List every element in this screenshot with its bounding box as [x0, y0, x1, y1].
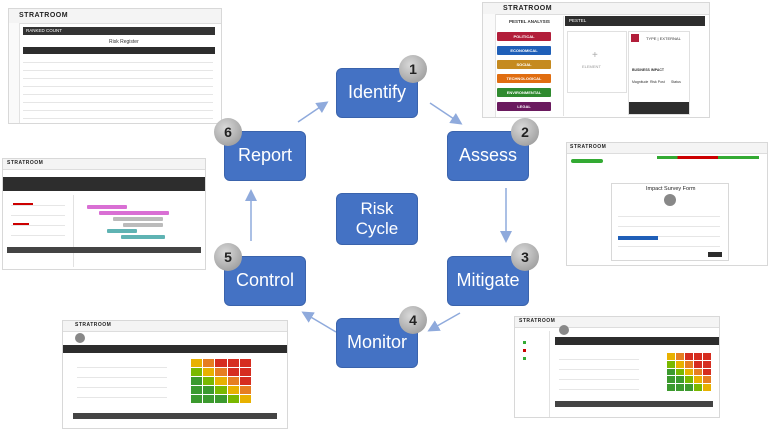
metric-status: Status	[671, 80, 681, 84]
register-title: Risk Register	[109, 39, 139, 45]
app-header: STRATROOM	[567, 143, 767, 154]
step-report[interactable]: Report	[224, 131, 306, 181]
card-type: TYPE | EXTERNAL	[646, 36, 681, 41]
sidebar	[9, 23, 20, 123]
control-screenshot: STRATROOM	[62, 320, 288, 429]
app-header: STRATROOM	[483, 3, 709, 15]
step-monitor[interactable]: Monitor	[336, 318, 418, 368]
tab-label: RANKED COUNT	[26, 28, 63, 33]
pestel-environmental[interactable]: ENVIRONMENTAL	[497, 88, 551, 97]
arrow-mitigate-monitor	[427, 312, 461, 332]
step-identify[interactable]: Identify	[336, 68, 418, 118]
brand-logo: STRATROOM	[570, 144, 607, 150]
step-monitor-label: Monitor	[346, 332, 408, 353]
arrow-monitor-control	[301, 311, 337, 333]
identify-screenshot: STRATROOM RANKED COUNT Risk Register	[8, 8, 222, 124]
heat-map	[191, 359, 251, 403]
step-assess-badge: 2	[511, 118, 539, 146]
brand-logo: STRATROOM	[503, 5, 553, 12]
brand-logo: STRATROOM	[75, 322, 112, 328]
arrow-report-identify	[297, 101, 329, 123]
sidebar	[483, 14, 496, 117]
assess-screenshot: STRATROOM PESTEL ANALYSIS POLITICAL ECON…	[482, 2, 710, 118]
app-header: STRATROOM	[63, 321, 287, 332]
card-impact: BUSINESS IMPACT	[632, 68, 665, 72]
avatar	[664, 194, 676, 206]
arrow-identify-assess	[429, 102, 463, 125]
pestel-economical[interactable]: ECONOMICAL	[497, 46, 551, 55]
pestel-legal[interactable]: LEGAL	[497, 102, 551, 111]
step-identify-badge: 1	[399, 55, 427, 83]
step-identify-label: Identify	[347, 82, 407, 103]
step-assess-label: Assess	[458, 145, 518, 166]
center-line2: Cycle	[355, 219, 399, 238]
pestel-political[interactable]: POLITICAL	[497, 32, 551, 41]
step-control[interactable]: Control	[224, 256, 306, 306]
pestel-technological[interactable]: TECHNOLOGICAL	[497, 74, 551, 83]
avatar	[75, 333, 85, 343]
avatar	[559, 325, 569, 335]
risk-cycle-center: Risk Cycle	[336, 193, 418, 245]
step-monitor-badge: 4	[399, 306, 427, 334]
plus-icon[interactable]: +	[592, 50, 598, 61]
heat-map	[667, 353, 711, 391]
step-mitigate-label: Mitigate	[456, 270, 520, 291]
brand-logo: STRATROOM	[7, 160, 44, 166]
step-report-label: Report	[237, 145, 293, 166]
step-control-label: Control	[235, 270, 295, 291]
app-header: STRATROOM	[3, 159, 205, 170]
empty-element-label: ELEMENT	[582, 64, 601, 69]
pestel-title: PESTEL ANALYSIS	[509, 19, 550, 24]
pestel-social[interactable]: SOCIAL	[497, 60, 551, 69]
monitor-screenshot: STRATROOM	[514, 316, 720, 418]
app-header: STRATROOM	[9, 9, 221, 24]
report-screenshot: STRATROOM	[2, 158, 206, 270]
step-report-badge: 6	[214, 118, 242, 146]
app-header: STRATROOM	[515, 317, 719, 328]
brand-logo: STRATROOM	[519, 318, 556, 324]
mitigate-screenshot: STRATROOM Impact Survey Form	[566, 142, 768, 266]
step-mitigate-badge: 3	[511, 243, 539, 271]
brand-logo: STRATROOM	[19, 12, 69, 19]
center-line1: Risk	[360, 198, 394, 218]
form-title: Impact Survey Form	[646, 186, 696, 192]
step-control-badge: 5	[214, 243, 242, 271]
metric-magnitude: Magnitude	[632, 80, 649, 84]
metric-risk-post: Risk Post	[650, 80, 665, 84]
pestel-tab: PESTEL	[569, 18, 587, 23]
